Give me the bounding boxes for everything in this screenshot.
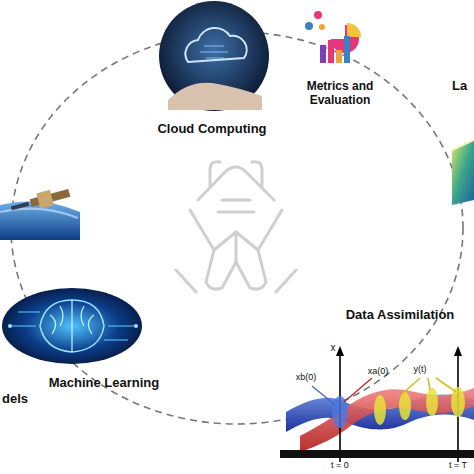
section-label: Machine Learning <box>49 376 160 391</box>
section-label: Metrics and Evaluation <box>295 80 385 108</box>
axis-label: t = 0 <box>331 460 349 470</box>
plot-label: xb(0) <box>296 372 317 382</box>
axis-label: t = T <box>449 460 467 470</box>
plot-label: y(t) <box>414 364 427 374</box>
section-label: La <box>452 79 467 94</box>
plot-label: xa(0) <box>368 366 389 376</box>
section-label: Data Assimilation <box>346 308 455 323</box>
axis-label: x <box>331 342 336 354</box>
section-label: dels <box>2 392 28 407</box>
section-label: Cloud Computing <box>157 122 266 137</box>
